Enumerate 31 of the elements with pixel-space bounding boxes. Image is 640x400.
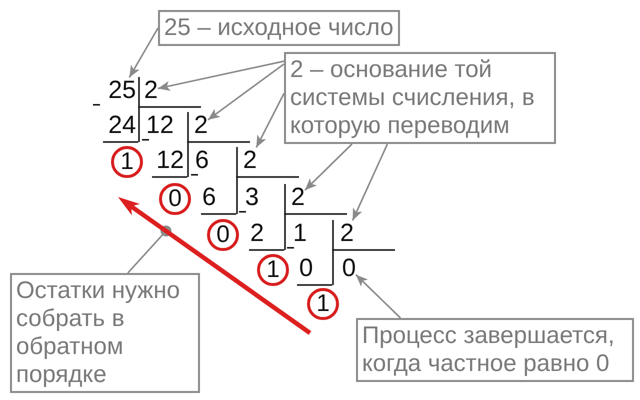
subtrahend-number: 24 [108, 112, 136, 138]
divisor-number: 2 [144, 78, 158, 102]
quotient-number: 12 [146, 112, 174, 138]
subtrahend-number: 12 [156, 148, 184, 172]
leader-arrow [128, 28, 159, 78]
leader-arrow [256, 93, 285, 148]
callout-box: Процесс завершается, когда частное равно 0 [356, 318, 634, 382]
subtrahend-number: 6 [202, 184, 216, 210]
leader-line [127, 226, 172, 274]
circled-digit: 0 [159, 183, 191, 215]
leader-arrow [304, 143, 353, 191]
leader-arrow [352, 144, 388, 221]
leader-arrow [355, 274, 402, 319]
leader-arrow [158, 60, 284, 91]
callout-box: Остатки нужно собрать в обратном порядке [10, 273, 200, 393]
quotient-number: 1 [293, 220, 307, 246]
callout-box: 2 – основание той системы счисления, в которую переводим [284, 52, 556, 144]
dividend-number: 25 [108, 78, 136, 102]
callout-box: 25 – исходное число [158, 10, 400, 46]
leader-arrow [207, 63, 284, 121]
circled-digit: 1 [307, 288, 339, 320]
divisor-number: 2 [291, 184, 305, 210]
subtrahend-number: 2 [250, 220, 264, 246]
divisor-number: 2 [194, 112, 208, 138]
divisor-number: 2 [340, 220, 354, 246]
quotient-number: 6 [195, 148, 209, 172]
quotient-number: 3 [245, 184, 259, 210]
divisor-number: 2 [243, 148, 257, 172]
circled-digit: 1 [111, 146, 143, 178]
subtrahend-number: 0 [299, 256, 313, 280]
quotient-number: 0 [342, 256, 356, 280]
